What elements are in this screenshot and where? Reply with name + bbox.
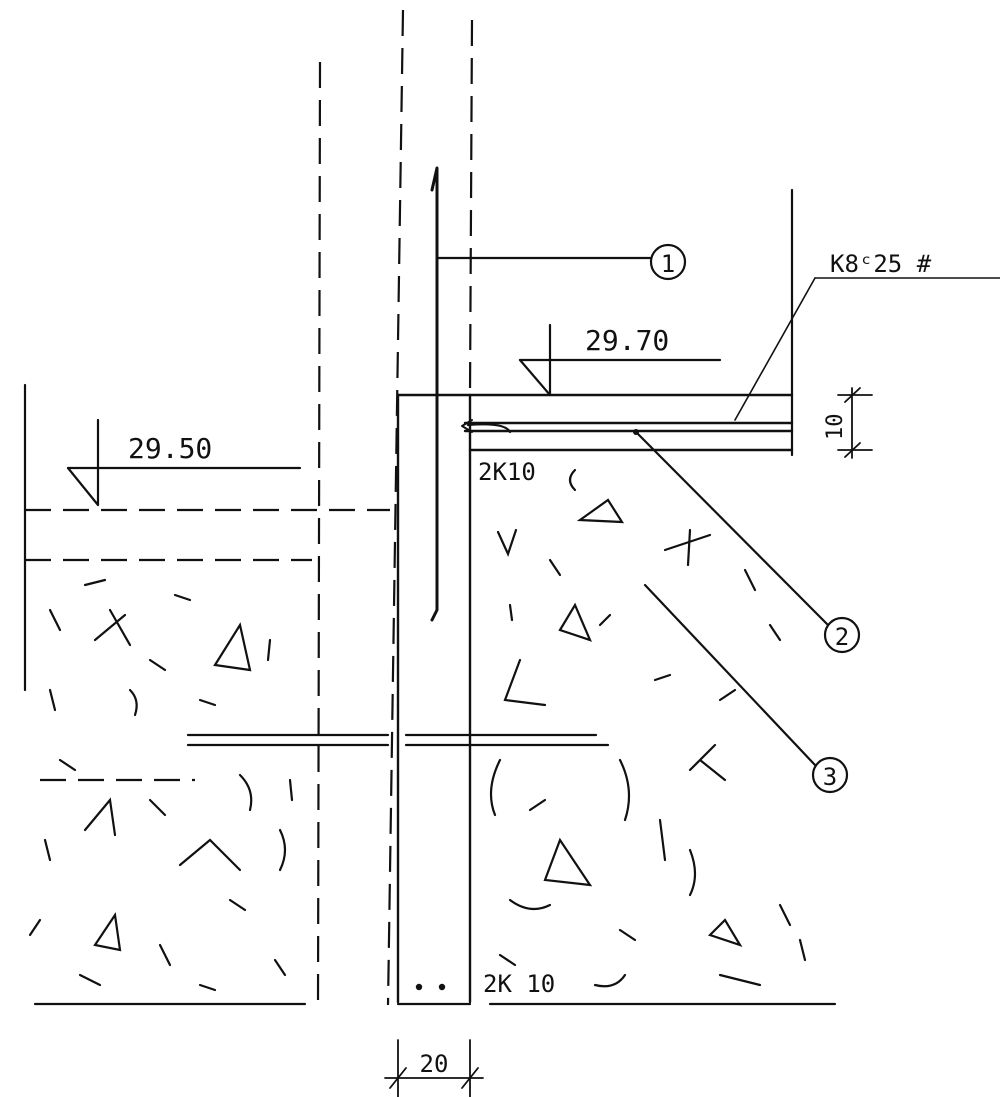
- callout-number-1: 1: [661, 250, 675, 278]
- wall-thickness-dimension: 20: [384, 1039, 484, 1097]
- slab-rebar-label: 2K10: [478, 458, 536, 486]
- elevation-label-lower: 29.50: [128, 432, 212, 465]
- callout-1: 1: [436, 243, 687, 281]
- callout-number-2: 2: [835, 623, 849, 651]
- slab-thickness-value: 10: [823, 414, 848, 441]
- elevation-marker-lower: 29.50: [66, 418, 302, 507]
- wall-rebar-label: 2K 10: [483, 970, 555, 998]
- callout-3: 3: [643, 583, 849, 794]
- elevation-label-upper: 29.70: [585, 324, 669, 357]
- mesh-label-group: K8ᶜ25 #: [734, 250, 1000, 421]
- callout-number-3: 3: [823, 763, 837, 791]
- concrete-hatch: [28, 468, 807, 992]
- mesh-rebar-label: K8ᶜ25 #: [830, 250, 932, 278]
- dashed-grid-lines: [25, 9, 474, 1006]
- rebar-lines: [415, 166, 794, 991]
- structure-outline: [23, 188, 837, 1006]
- elevation-marker-upper: 29.70: [518, 323, 722, 397]
- slab-thickness-dimension: 10: [823, 387, 873, 459]
- wall-thickness-value: 20: [420, 1050, 449, 1078]
- callout-2: 2: [634, 430, 861, 654]
